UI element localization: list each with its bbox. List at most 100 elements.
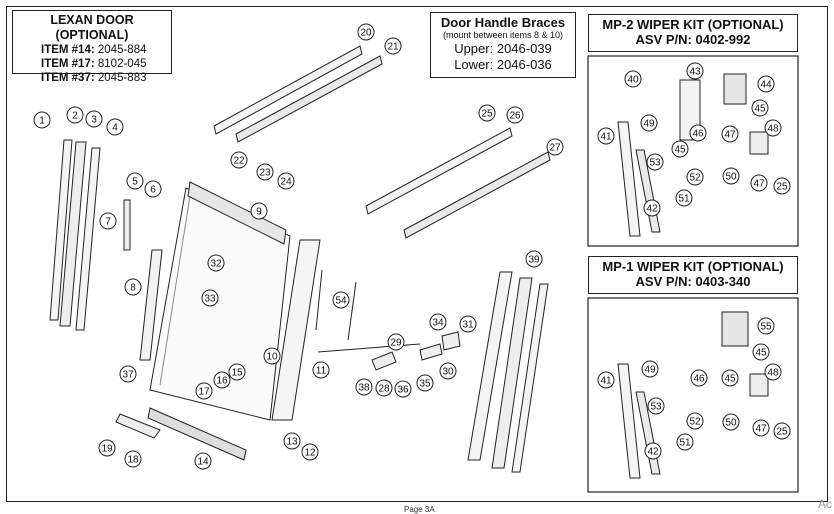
main-callout-label: 11 (316, 366, 327, 377)
mp2-callout-circle (773, 177, 791, 195)
lexan-item-17: ITEM #17: 8102-045 (41, 58, 147, 70)
mp2-callout-label: 50 (725, 172, 737, 183)
mp2-callout-circle (721, 125, 739, 143)
main-callout-circle (283, 432, 301, 450)
main-callout-label: 31 (462, 320, 474, 331)
main-callout-label: 35 (419, 379, 431, 390)
mp1-callout-circle (641, 360, 659, 378)
main-callout-label: 22 (233, 156, 245, 167)
main-callout-label: 27 (549, 143, 561, 154)
mp1-pn: ASV P/N: 0403-340 (635, 274, 751, 289)
mp1-callout-label: 50 (725, 418, 737, 429)
top-rail-20 (213, 45, 363, 135)
mp2-callout-label: 47 (753, 179, 765, 190)
main-callout-label: 20 (360, 28, 372, 39)
main-callout-circle (228, 363, 246, 381)
main-callout-label: 19 (101, 444, 113, 455)
mp2-callout-circle (757, 75, 775, 93)
mp2-callout-label: 47 (724, 130, 736, 141)
mp1-callout-circle (597, 371, 615, 389)
top-rail-21 (235, 55, 383, 143)
main-callout-circle (85, 110, 103, 128)
main-callout-circle (478, 104, 496, 122)
mp2-callout-circle (646, 153, 664, 171)
main-callout-label: 36 (397, 385, 409, 396)
mp1-callout-circle (752, 343, 770, 361)
main-callout-circle (387, 333, 405, 351)
main-callout-label: 4 (112, 123, 118, 134)
mp1-callout-label: 25 (776, 427, 788, 438)
frame-part-10 (271, 239, 321, 421)
mp1-callout-label: 45 (755, 348, 767, 359)
mp1-callout-circle (722, 413, 740, 431)
main-callout-label: 32 (210, 259, 222, 270)
main-callout-circle (144, 180, 162, 198)
rail-26 (365, 127, 513, 215)
main-callout-label: 10 (266, 352, 278, 363)
mp2-callout-label: 48 (767, 124, 779, 135)
right-frame-39 (467, 271, 513, 461)
main-callout-circle (213, 371, 231, 389)
main-callout-label: 3 (91, 115, 97, 126)
mp2-title: MP-2 WIPER KIT (OPTIONAL) (602, 17, 784, 32)
main-callout-label: 34 (432, 318, 444, 329)
main-callout-circle (546, 138, 564, 156)
main-callout-label: 6 (150, 185, 156, 196)
mp2-callout-label: 53 (649, 158, 661, 169)
handle-bar (139, 249, 163, 361)
main-callout-circle (301, 443, 319, 461)
main-callout-label: 24 (280, 177, 292, 188)
main-callout-circle (106, 118, 124, 136)
mp2-callout-circle (751, 99, 769, 117)
main-callout-circle (126, 172, 144, 190)
main-callout-label: 5 (132, 177, 138, 188)
main-callout-label: 54 (335, 296, 347, 307)
mp1-callout-label: 46 (693, 374, 705, 385)
main-callout-circle (355, 378, 373, 396)
mp2-callout-label: 40 (627, 75, 639, 86)
bottom-seal (147, 407, 247, 461)
main-callout-label: 39 (528, 255, 540, 266)
door-handle-braces-box: Door Handle Braces (mount between items … (430, 12, 576, 78)
main-callout-label: 2 (72, 111, 78, 122)
mp1-callout-circle (686, 412, 704, 430)
main-callout-circle (66, 106, 84, 124)
braces-lower: Lower: 2046-036 (454, 57, 552, 72)
main-callout-circle (439, 362, 457, 380)
main-callout-label: 13 (286, 437, 298, 448)
main-callout-circle (124, 450, 142, 468)
page-number: Page 3A (404, 505, 435, 514)
strip-part-2 (49, 139, 73, 321)
main-callout-circle (263, 347, 281, 365)
mp1-callout-circle (721, 369, 739, 387)
mp2-callout-circle (689, 124, 707, 142)
mp2-callout-circle (686, 168, 704, 186)
mp2-callout-label: 49 (643, 119, 655, 130)
main-callout-circle (119, 365, 137, 383)
main-callout-label: 14 (197, 457, 209, 468)
main-callout-circle (525, 250, 543, 268)
mp1-callout-circle (773, 422, 791, 440)
main-callout-circle (394, 380, 412, 398)
mp2-callout-circle (722, 167, 740, 185)
lexan-item-14: ITEM #14: 2045-884 (41, 44, 147, 56)
main-callout-label: 16 (216, 376, 228, 387)
main-callout-circle (194, 452, 212, 470)
lexan-title: LEXAN DOOR (OPTIONAL) (50, 13, 134, 42)
main-callout-circle (506, 106, 524, 124)
main-callout-circle (459, 315, 477, 333)
mp2-callout-circle (671, 140, 689, 158)
mp1-callout-circle (752, 419, 770, 437)
strip-part-4 (75, 147, 101, 331)
mp1-callout-circle (676, 433, 694, 451)
mp2-callout-circle (764, 119, 782, 137)
main-callout-label: 7 (105, 217, 111, 228)
main-callout-label: 33 (204, 294, 216, 305)
braces-upper: Upper: 2046-039 (454, 41, 552, 56)
mp2-callout-circle (686, 62, 704, 80)
main-callout-label: 12 (304, 448, 316, 459)
main-callout-circle (375, 379, 393, 397)
main-callout-label: 18 (127, 455, 139, 466)
mp1-callout-circle (690, 369, 708, 387)
